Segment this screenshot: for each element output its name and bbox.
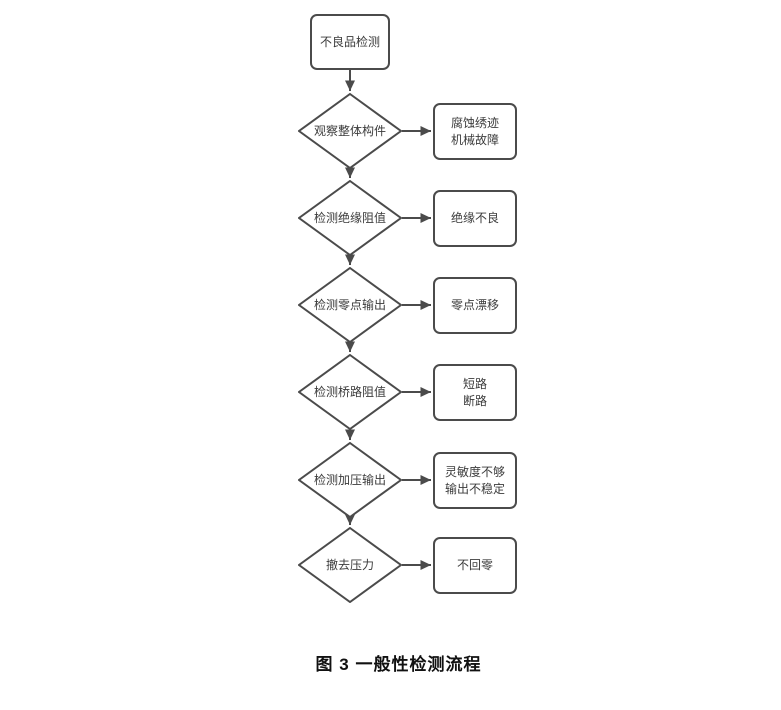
result-label: 不回零 [456,558,493,572]
diamond-shape [298,527,402,603]
result-node-4: 短路 断路 [433,364,517,421]
diamond-shape [298,442,402,518]
decision-node-check5: 检测加压输出 [298,442,402,518]
diamond-shape [298,180,402,256]
diamond-shape [298,354,402,430]
result-label: 短路 断路 [462,376,487,408]
result-node-3: 零点漂移 [433,277,517,334]
result-label: 腐蚀绣迹 机械故障 [450,115,499,147]
result-label: 灵敏度不够 输出不稳定 [444,464,505,496]
diamond-shape [298,267,402,343]
decision-node-check1: 观察整体构件 [298,93,402,169]
start-node-label: 不良品检测 [319,34,380,49]
decision-label: 检测桥路阻值 [313,384,386,399]
decision-node-check2: 检测绝缘阻值 [298,180,402,256]
result-label: 零点漂移 [450,298,499,312]
decision-label: 观察整体构件 [313,123,386,138]
figure-caption: 图 3 一般性检测流程 [315,655,482,674]
decision-node-check6: 撤去压力 [298,527,402,603]
result-node-6: 不回零 [433,537,517,594]
result-label: 绝缘不良 [450,211,499,225]
result-node-5: 灵敏度不够 输出不稳定 [433,452,517,509]
decision-label: 检测绝缘阻值 [313,210,386,225]
decision-label: 撤去压力 [325,557,374,572]
decision-node-check3: 检测零点输出 [298,267,402,343]
result-node-1: 腐蚀绣迹 机械故障 [433,103,517,160]
decision-node-check4: 检测桥路阻值 [298,354,402,430]
result-node-2: 绝缘不良 [433,190,517,247]
decision-label: 检测零点输出 [313,297,386,312]
diamond-shape [298,93,402,169]
start-node: 不良品检测 [310,14,390,70]
decision-label: 检测加压输出 [313,472,386,487]
